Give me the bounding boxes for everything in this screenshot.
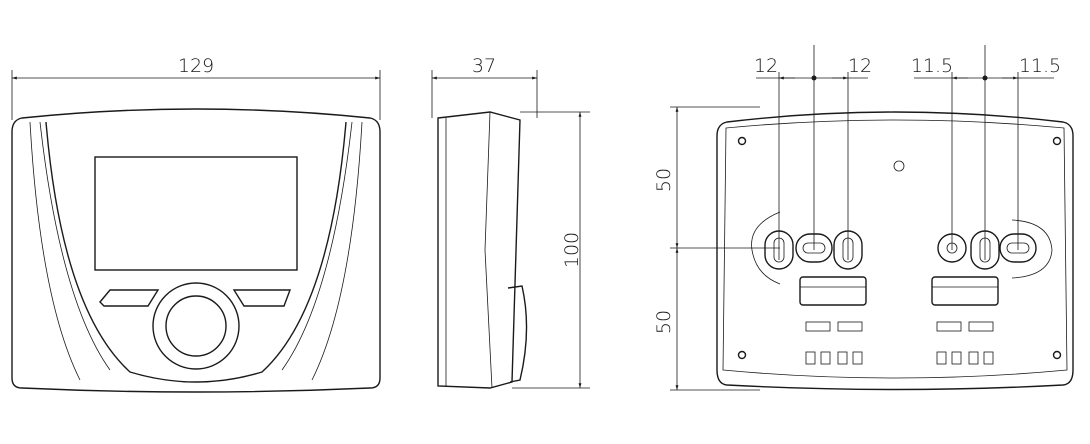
lower-half-label: 50 [653,310,675,334]
left-button [99,289,160,307]
left-spacing-left-label: 12 [754,55,778,77]
left-terminal-block [799,276,867,306]
side-housing [437,111,521,389]
knob-outer [152,282,240,370]
right-spacing-left-label: 11.5 [911,55,953,77]
right-spacing-right-label: 11.5 [1019,55,1061,77]
width-label: 129 [178,55,214,77]
left-mounting-slots [751,211,863,285]
upper-half-label: 50 [653,168,675,192]
terminal-screws [805,351,994,365]
right-button [232,289,292,307]
back-housing [716,111,1074,391]
side-view: 37 100 [431,55,590,389]
front-view: 129 [11,55,381,393]
center-hole [893,160,905,172]
knob-inner [165,295,227,357]
front-housing [11,108,381,393]
back-view: 50 50 12 12 11.5 11.5 [653,45,1074,391]
right-mounting-slots [937,219,1053,279]
side-knob [507,285,528,383]
right-terminal-block [931,276,999,306]
display-screen [94,156,298,271]
left-spacing-right-label: 12 [848,55,872,77]
height-label: 100 [561,232,583,268]
depth-label: 37 [472,55,496,77]
front-bezel [45,121,347,383]
